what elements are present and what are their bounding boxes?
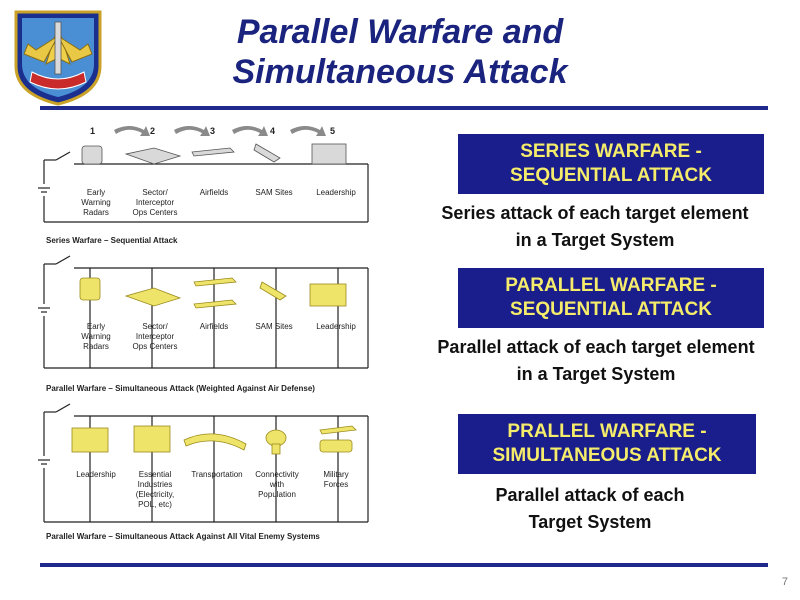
label-military-forces: Military Forces — [323, 470, 349, 489]
description-line-1: Parallel attack of each target element — [437, 337, 755, 357]
parallel-warfare-simultaneous-description: Parallel attack of each Target System — [440, 482, 740, 536]
step-number-2: 2 — [150, 126, 156, 136]
diagram-caption-series: Series Warfare – Sequential Attack — [46, 236, 178, 245]
parallel-warfare-all-systems-diagram — [38, 403, 369, 523]
title-line-2: Simultaneous Attack — [232, 53, 568, 91]
label-leadership: Leadership — [316, 188, 356, 197]
description-line-2: in a Target System — [516, 364, 676, 384]
label-sam-sites: SAM Sites — [255, 322, 293, 331]
series-warfare-description: Series attack of each target element in … — [400, 200, 790, 254]
label-early-warning-radars: Early Warning Radars — [81, 188, 111, 217]
label-essential-industries: Essential Industries (Electricity, POL, … — [135, 470, 175, 509]
label-transportation: Transportation — [191, 470, 243, 479]
series-warfare-diagram — [38, 126, 369, 223]
heading-line-1: SERIES WARFARE - — [520, 141, 702, 162]
description-line-2: Target System — [528, 512, 652, 532]
label-leadership: Leadership — [76, 470, 116, 479]
description-line-2: in a Target System — [515, 230, 675, 250]
parallel-warfare-sequential-description: Parallel attack of each target element i… — [396, 334, 796, 388]
heading-line-2: SEQUENTIAL ATTACK — [510, 165, 712, 186]
label-airfields: Airfields — [199, 322, 229, 331]
step-number-4: 4 — [270, 126, 276, 136]
label-early-warning-radars: Early Warning Radars — [81, 322, 111, 351]
top-divider — [40, 106, 768, 110]
heading-line-1: PARALLEL WARFARE - — [505, 275, 717, 296]
label-connectivity-population: Connectivity with Population — [255, 470, 299, 499]
label-sam-sites: SAM Sites — [255, 188, 293, 197]
bottom-divider — [40, 563, 768, 567]
slide-title: Parallel Warfare and Simultaneous Attack — [150, 12, 650, 92]
heading-line-1: PRALLEL WARFARE - — [507, 421, 707, 442]
parallel-warfare-simultaneous-heading-box: PRALLEL WARFARE - SIMULTANEOUS ATTACK — [458, 414, 756, 474]
diagram-caption-parallel-air-defense: Parallel Warfare – Simultaneous Attack (… — [46, 384, 315, 393]
parallel-warfare-sequential-heading-box: PARALLEL WARFARE - SEQUENTIAL ATTACK — [458, 268, 764, 328]
heading-line-2: SEQUENTIAL ATTACK — [510, 299, 712, 320]
label-airfields: Airfields — [199, 188, 229, 197]
step-number-5: 5 — [330, 126, 336, 136]
title-line-1: Parallel Warfare and — [236, 13, 564, 51]
description-line-1: Series attack of each target element — [441, 203, 749, 223]
step-number-1: 1 — [90, 126, 96, 136]
air-combat-command-shield-logo — [14, 10, 102, 106]
label-leadership: Leadership — [316, 322, 356, 331]
description-line-1: Parallel attack of each — [495, 485, 685, 505]
series-warfare-heading-box: SERIES WARFARE - SEQUENTIAL ATTACK — [458, 134, 764, 194]
diagram-caption-parallel-all-systems: Parallel Warfare – Simultaneous Attack A… — [46, 532, 320, 541]
parallel-warfare-air-defense-diagram — [38, 255, 369, 369]
step-number-3: 3 — [210, 126, 216, 136]
page-number: 7 — [781, 576, 788, 588]
label-sector-interceptor: Sector/ Interceptor Ops Centers — [132, 322, 178, 351]
heading-line-2: SIMULTANEOUS ATTACK — [492, 445, 722, 466]
label-sector-interceptor: Sector/ Interceptor Ops Centers — [132, 188, 178, 217]
